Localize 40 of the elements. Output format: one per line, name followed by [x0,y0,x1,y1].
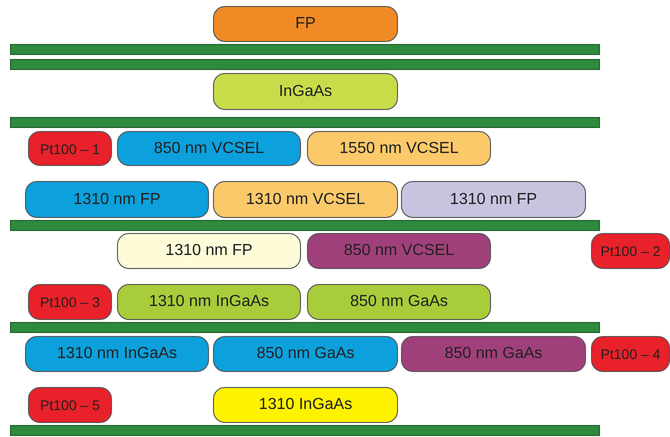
device-label: 850 nm GaAs [256,345,354,363]
device-label: 1310 nm FP [73,190,161,208]
device-label: Pt100 – 1 [40,140,100,156]
device-label: FP [295,15,316,33]
sensor-box [591,233,670,269]
device-label: Pt100 – 5 [40,397,100,413]
device-label: 850 nm GaAs [350,293,448,311]
device-box [213,6,398,42]
device-box [117,284,301,320]
device-label: InGaAs [278,82,332,100]
device-label: 1310 nm FP [450,190,538,208]
device-box [117,131,301,166]
device-box [213,73,398,110]
device-label: 1310 nm InGaAs [148,293,270,311]
device-box [307,233,491,269]
device-box [25,336,209,372]
device-box [213,387,398,423]
device-label: 1550 nm VCSEL [339,140,459,158]
device-box [213,336,398,372]
device-label: 850 nm VCSEL [344,242,454,260]
device-label: 850 nm GaAs [444,345,542,363]
sensor-box [28,284,112,320]
sensor-box [28,131,112,166]
device-box [307,131,491,166]
device-label: 1310 InGaAs [258,396,352,414]
sensor-box [591,336,670,372]
device-box [401,336,586,372]
device-box [307,284,491,320]
device-box [117,233,301,269]
device-box [213,181,398,218]
device-box [25,181,209,218]
device-label: 850 nm VCSEL [154,140,264,158]
device-label: 1310 nm InGaAs [56,345,178,363]
device-label: Pt100 – 3 [40,294,100,310]
sensor-box [28,387,112,423]
device-box [401,181,586,218]
device-label: 1310 nm VCSEL [246,190,366,208]
device-label: 1310 nm FP [165,242,253,260]
device-label: Pt100 – 4 [600,346,660,362]
device-label: Pt100 – 2 [600,243,660,259]
